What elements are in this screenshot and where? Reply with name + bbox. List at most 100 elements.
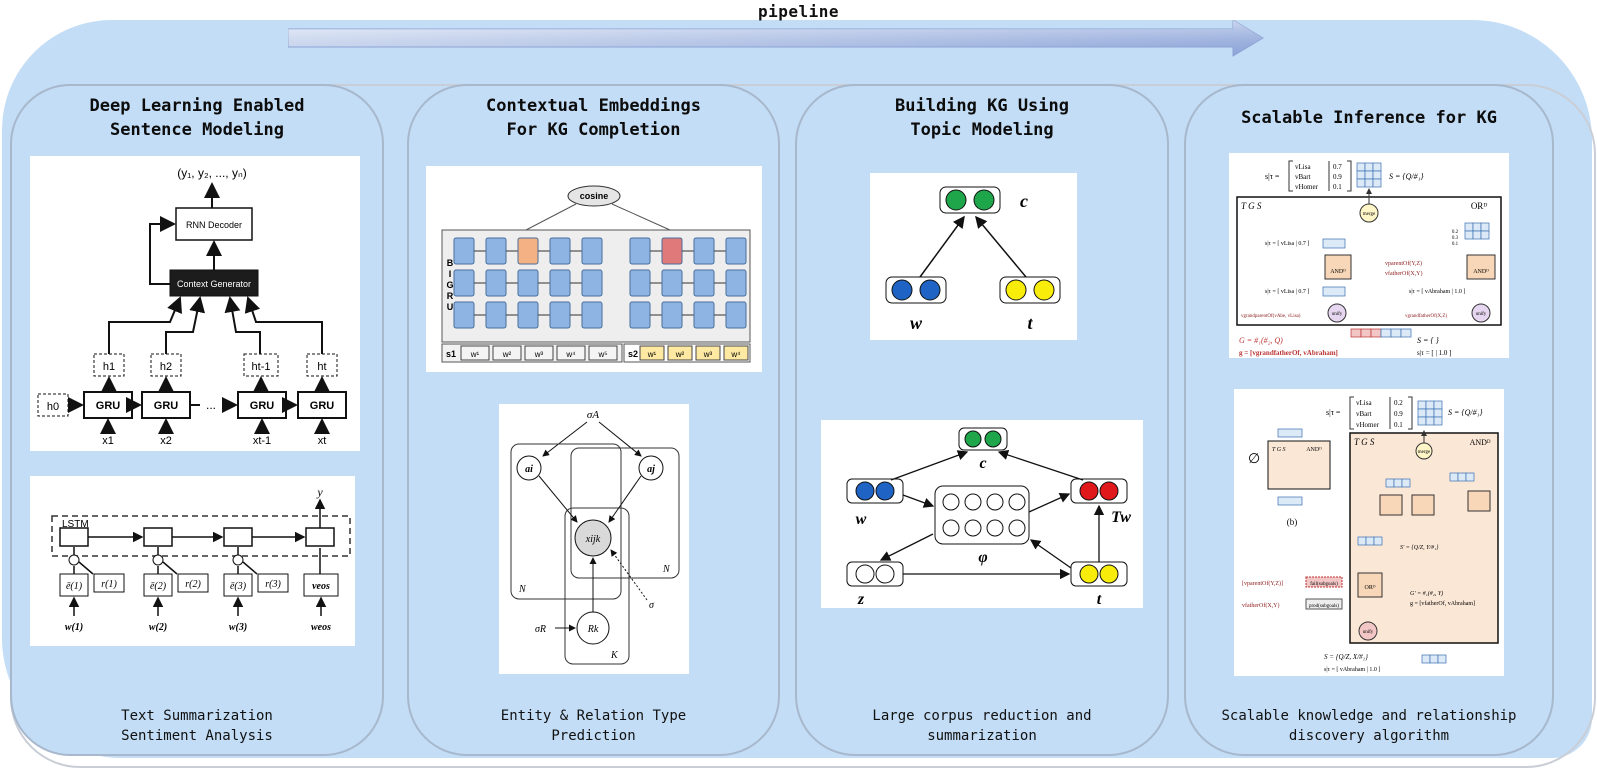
z-label: z <box>857 591 865 608</box>
unify-right-label: unify <box>1476 312 1487 317</box>
t2-label: t <box>1097 591 1102 608</box>
bigru-cell <box>517 269 539 297</box>
bigru-cell <box>453 301 475 329</box>
xt-label: xt <box>318 435 327 447</box>
s1-token-2: w² <box>502 350 512 359</box>
h0-label: h0 <box>47 401 59 413</box>
s-empty: S = { } <box>1417 336 1440 345</box>
unify-node <box>1358 621 1378 641</box>
panel-caption: Scalable knowledge and relationship disc… <box>1186 706 1552 746</box>
bigru-cell <box>661 269 683 297</box>
or-small-label: ORᴰ <box>1365 585 1376 591</box>
inference-and-figure: s|τ = vLisa vBart vHomer 0.2 0.9 0.1 S =… <box>1234 389 1504 676</box>
s-bottom-equation: S = {Q/Z, X/#₁} <box>1324 653 1368 661</box>
w2-circle-1 <box>855 481 875 501</box>
phi-label: φ <box>978 549 987 566</box>
gru2-label: GRU <box>154 400 179 412</box>
s1-token-5: w⁵ <box>597 350 607 359</box>
v-lisa-value: 0.7 <box>1333 163 1342 171</box>
bigru-cell <box>549 301 571 329</box>
w2-circle-2 <box>875 481 895 501</box>
ht1-label: ht-1 <box>252 361 271 373</box>
c-circle-2 <box>973 189 995 211</box>
g-equation: G = #₁(#₂, Q) <box>1239 336 1283 345</box>
bigru-cell <box>485 301 507 329</box>
t-label: t <box>1027 313 1033 333</box>
caption-line1: Scalable knowledge and relationship <box>1221 708 1517 724</box>
s-one: s|τ = [ | 1.0 ] <box>1417 349 1451 357</box>
s-equation-top: S = {Q/#₁} <box>1448 408 1483 417</box>
and-right-label: ANDᴰ <box>1473 269 1489 275</box>
h2-label: h2 <box>160 361 172 373</box>
caption-line1: Entity & Relation Type <box>500 708 687 724</box>
and-small-label: ANDᴰ <box>1306 447 1322 453</box>
panel-title: Contextual Embeddings For KG Completion <box>409 94 778 142</box>
bigru-cell <box>693 269 715 297</box>
plate-n-right: N <box>662 564 671 575</box>
unify-label: unify <box>1363 630 1374 635</box>
s1-token-3: w³ <box>534 350 544 359</box>
node-xijk-label: xijk <box>585 534 601 545</box>
bigru-cosine-figure: cosine B I G R U s1 s2 w¹ w² w³ w⁴ w⁵ w¹… <box>426 166 762 372</box>
v-bart: vBart <box>1295 173 1311 181</box>
bigru-cell <box>629 301 651 329</box>
prod-subgoals: prod(subgoals) <box>1309 604 1339 609</box>
hidden-state-boxes: h1 h2 ht-1 ht <box>93 353 338 377</box>
bigru-side-label: B I G R U <box>446 258 453 312</box>
gru3-label: GRU <box>250 400 275 412</box>
rnn-decoder-box <box>175 207 253 241</box>
v-lisa: vLisa <box>1295 163 1311 171</box>
v-homer-value: 0.1 <box>1394 421 1403 429</box>
empty-set: ∅ <box>1248 452 1260 467</box>
bigru-cell <box>453 269 475 297</box>
matrix-grid-top-2 <box>1417 400 1443 426</box>
lstm-label: LSTM <box>62 519 89 530</box>
bigru-cell <box>485 237 507 265</box>
sigma-label: σ <box>649 600 655 611</box>
bigru-cell <box>661 301 683 329</box>
panel-title-line1: Scalable Inference for KG <box>1241 108 1497 128</box>
bigru-cell <box>661 237 683 265</box>
context-generator-label: Context Generator <box>177 279 251 289</box>
bigru-cell <box>725 237 747 265</box>
t2-circle-2 <box>1099 564 1119 584</box>
bigru-cell <box>693 301 715 329</box>
panel-title-line2: Sentence Modeling <box>110 120 284 140</box>
plate-k <box>564 507 630 665</box>
s-mid-equation: S' = {Q/Z, Y/#₁} <box>1400 545 1439 551</box>
sigma-a-label: σA <box>587 409 599 421</box>
lstm-weos: weos <box>311 622 331 633</box>
node-ai-label: ai <box>525 464 533 475</box>
c2-label: c <box>979 455 986 472</box>
v-bart-value-right: 0.3 <box>1452 236 1459 241</box>
gp-lisa-label: vgrandparentOf(vAbe, vLisa) <box>1241 314 1301 319</box>
node-aj-label: aj <box>647 464 655 475</box>
s-lisa-row: s|τ = [ vLisa | 0.7 ] <box>1265 241 1309 247</box>
svg-text:R: R <box>447 291 454 301</box>
unify-node-left <box>1327 303 1347 323</box>
svg-text:G: G <box>446 280 453 290</box>
panel-title-line1: Building KG Using <box>895 96 1069 116</box>
t-circle-2 <box>1033 279 1055 301</box>
s-tau-label: s|τ = <box>1265 172 1280 181</box>
z-circle-1 <box>855 564 875 584</box>
g-equation: G' = #₁(#₂, Y) <box>1410 590 1443 597</box>
bigru-cell <box>517 301 539 329</box>
s-abraham-row: s|τ = [ vAbraham | 1.0 ] <box>1409 289 1465 295</box>
bigru-cell <box>581 237 603 265</box>
t2-circle-1 <box>1079 564 1099 584</box>
w-circle-1 <box>891 279 913 301</box>
svg-text:B: B <box>447 258 454 268</box>
v-homer-value: 0.1 <box>1333 183 1342 191</box>
panel-caption: Large corpus reduction and summarization <box>797 706 1167 746</box>
svg-text:I: I <box>449 269 452 279</box>
and-label: ANDᴰ <box>1470 438 1491 447</box>
and-box-right <box>1466 254 1496 280</box>
plate-k-label: K <box>610 650 619 661</box>
v-homer: vHomer <box>1295 183 1319 191</box>
bigru-cell <box>693 237 715 265</box>
lstm-w1: w(1) <box>65 622 83 633</box>
lstm-output-y: y <box>316 485 323 499</box>
w-label: w <box>910 313 923 333</box>
g-vector: g = [vfatherOf, vAbraham] <box>1410 600 1475 607</box>
